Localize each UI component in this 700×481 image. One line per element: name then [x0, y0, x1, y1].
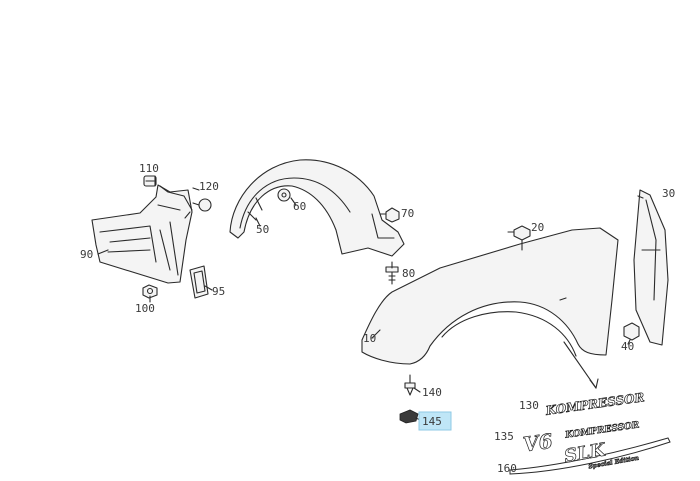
- callout-70[interactable]: 70: [401, 207, 414, 220]
- emblem-v6-kompressor-text: KOMPRESSOR: [564, 420, 641, 440]
- part-50-wheel-arch-liner[interactable]: [229, 159, 405, 257]
- part-70-nut[interactable]: [385, 207, 400, 223]
- emblem-v6-text: V6: [522, 429, 555, 457]
- callout-100[interactable]: 100: [135, 302, 155, 315]
- callout-135[interactable]: 135: [494, 430, 514, 443]
- part-40-grommet[interactable]: [623, 322, 640, 341]
- emblem-slk-swoosh: [509, 437, 671, 475]
- callout-130[interactable]: 130: [519, 399, 539, 412]
- part-100-nut[interactable]: [142, 284, 158, 299]
- callout-145-highlight: [418, 411, 452, 431]
- callout-80[interactable]: 80: [402, 267, 415, 280]
- callout-40[interactable]: 40: [621, 340, 634, 353]
- part-30-side-trim[interactable]: [633, 189, 669, 346]
- callout-50[interactable]: 50: [256, 223, 269, 236]
- callout-120[interactable]: 120: [199, 180, 219, 193]
- part-10-front-fender[interactable]: [361, 227, 619, 365]
- callout-labels: 110 120 60 70 50 20 30 90 80 95 100 10 4…: [80, 162, 675, 475]
- part-110-clip[interactable]: [143, 175, 157, 187]
- callout-30[interactable]: 30: [662, 187, 675, 200]
- callout-60[interactable]: 60: [293, 200, 306, 213]
- part-90-bracket[interactable]: [91, 184, 193, 284]
- emblem-kompressor[interactable]: KOMPRESSOR: [543, 390, 645, 419]
- callout-110[interactable]: 110: [139, 162, 159, 175]
- callout-20[interactable]: 20: [531, 221, 544, 234]
- callout-10[interactable]: 10: [363, 332, 376, 345]
- part-120-grommet[interactable]: [192, 198, 212, 212]
- part-140-screw[interactable]: [404, 374, 416, 396]
- part-80-screw[interactable]: [385, 266, 399, 285]
- callout-95[interactable]: 95: [212, 285, 225, 298]
- callout-145[interactable]: 145: [422, 415, 442, 428]
- part-95-gasket[interactable]: [189, 265, 209, 299]
- callout-140[interactable]: 140: [422, 386, 442, 399]
- part-60-washer[interactable]: [277, 188, 291, 202]
- part-145-clip[interactable]: [399, 409, 419, 424]
- leader-lines: [97, 175, 644, 421]
- callout-160[interactable]: 160: [497, 462, 517, 475]
- emblem-kompressor-text: KOMPRESSOR: [544, 390, 645, 418]
- callout-90[interactable]: 90: [80, 248, 93, 261]
- part-20-bolt[interactable]: [513, 225, 531, 251]
